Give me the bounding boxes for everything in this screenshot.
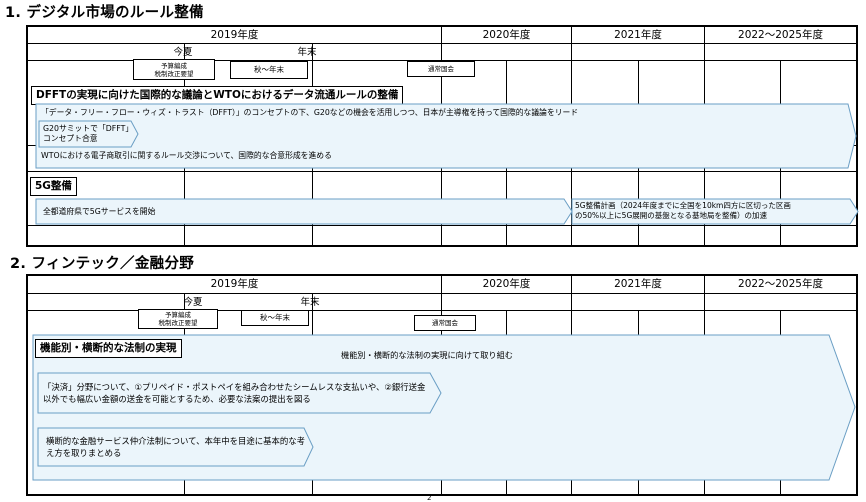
row-divider <box>28 171 856 172</box>
g20-line1: G20サミットで「DFFT」 <box>43 124 134 133</box>
milestone-budget-line2: 税制改正要望 <box>154 69 194 78</box>
functional-regulation-arrow-text: 機能別・横断的な法制の実現に向けて取り組む <box>341 350 513 360</box>
roadmap-table-digital: 2019年度 2020年度 2021年度 2022～2025年度 今夏 年末 <box>26 25 858 247</box>
subheader-year-end: 年末 <box>297 47 317 58</box>
milestone-autumn: 秋～年末 <box>230 61 308 79</box>
header-fy2022-2025: 2022～2025年度 <box>738 278 823 290</box>
header-fy2022-2025: 2022～2025年度 <box>738 29 823 41</box>
milestone-budget-line1: 予算編成 <box>165 311 191 319</box>
5g-plan-line2: の50%以上に5G展開の基盤となる基地局を整備）の加速 <box>575 211 768 220</box>
milestone-budget-line2: 税制改正要望 <box>158 319 198 327</box>
milestone-budget-tax: 予算編成 税制改正要望 <box>138 309 218 329</box>
subheader-divider <box>28 60 856 61</box>
milestone-budget-tax: 予算編成 税制改正要望 <box>133 59 215 80</box>
intermediary-arrow <box>37 427 314 467</box>
page-number: 2 <box>427 494 432 502</box>
milestone-budget-line1: 予算編成 <box>161 61 187 70</box>
settlement-arrow <box>37 372 442 414</box>
intermediary-text: 横断的な金融サービス仲介法制について、本年中を目途に基本的な考え方を取りまとめる <box>46 436 305 458</box>
header-divider <box>28 43 856 44</box>
header-divider <box>28 293 856 294</box>
5g-plan-line1: 5G整備計画（2024年度までに全国を10km四方に区切った区画 <box>575 201 791 210</box>
dfft-arrow-text: 「データ・フリー・フロー・ウィズ・トラスト（DFFT）」のコンセプトの下、G20… <box>41 108 579 117</box>
section1-title: 1. デジタル市場のルール整備 <box>5 5 204 21</box>
header-fy2020: 2020年度 <box>482 29 531 41</box>
5g-label: 5G整備 <box>30 177 77 196</box>
wto-text: WTOにおける電子商取引に関するルール交渉について、国際的な合意形成を進める <box>41 151 332 160</box>
g20-line2: コンセプト合意 <box>43 134 98 143</box>
dfft-label: DFFTの実現に向けた国際的な議論とWTOにおけるデータ流通ルールの整備 <box>31 86 404 105</box>
milestone-ordinary-diet: 通常国会 <box>407 61 475 77</box>
header-fy2020: 2020年度 <box>482 278 531 290</box>
5g-arrow-text: 全都道府県で5Gサービスを開始 <box>43 207 156 216</box>
milestone-ordinary-diet: 通常国会 <box>414 315 476 331</box>
subheader-year-end: 年末 <box>300 297 320 308</box>
5g-arrow <box>35 198 859 225</box>
settlement-text: 「決済」分野について、①プリペイド・ポストペイを組み合わせたシームレスな支払いや… <box>43 382 426 404</box>
header-fy2021: 2021年度 <box>614 29 662 41</box>
g20-arrow <box>38 120 139 148</box>
subheader-summer: 今夏 <box>173 47 193 58</box>
header-fy2019: 2019年度 <box>210 278 259 290</box>
subheader-divider <box>28 310 856 311</box>
row-divider <box>28 225 856 226</box>
header-fy2019: 2019年度 <box>210 29 259 41</box>
milestone-autumn: 秋～年末 <box>241 310 309 326</box>
header-fy2021: 2021年度 <box>614 278 662 290</box>
subheader-summer: 今夏 <box>183 297 203 308</box>
functional-regulation-label: 機能別・横断的な法制の実現 <box>35 339 182 358</box>
section2-title: 2. フィンテック／金融分野 <box>10 256 195 272</box>
dfft-arrow <box>35 103 857 169</box>
